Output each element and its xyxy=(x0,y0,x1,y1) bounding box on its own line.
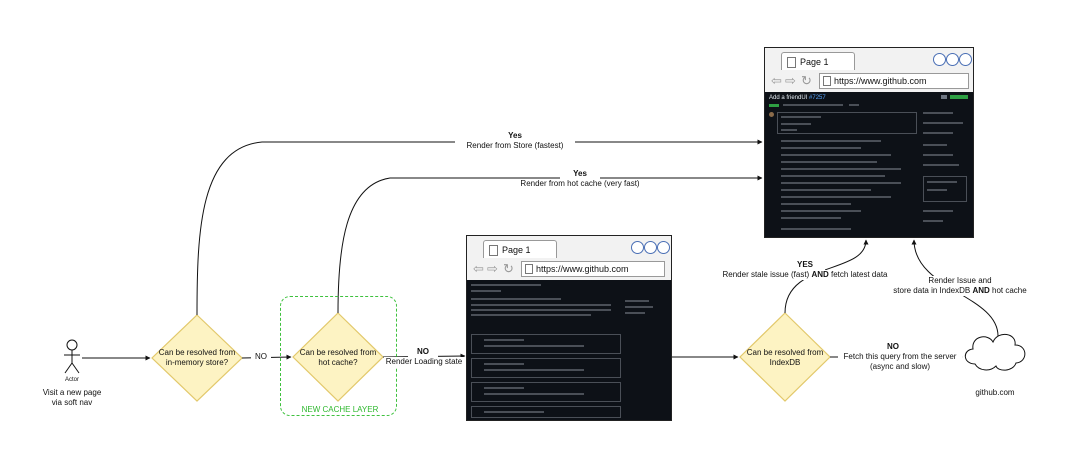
decision-indexdb-line1: Can be resolved from xyxy=(746,348,824,357)
actor-caption-line1: Visit a new page xyxy=(42,388,102,397)
edge-memory-yes-to-page xyxy=(196,139,763,316)
edge-indexdb-yes-title: YES xyxy=(785,260,825,270)
edge-store-yes-title: Yes xyxy=(495,131,535,141)
tab-label: Page 1 xyxy=(800,57,829,67)
address-text: https://www.github.com xyxy=(834,76,927,86)
edge-store-yes-text: Render from Store (fastest) xyxy=(455,141,575,151)
window-button-icon[interactable] xyxy=(644,241,657,254)
address-bar[interactable]: https://www.github.com xyxy=(819,73,969,89)
back-arrow-icon[interactable]: ⇦ xyxy=(771,73,782,88)
issue-page: Add a friendUI #7257 xyxy=(765,92,973,237)
page-icon xyxy=(787,57,796,68)
actor-title: Actor xyxy=(64,377,79,383)
reload-icon[interactable]: ↻ xyxy=(503,261,514,276)
address-text: https://www.github.com xyxy=(536,264,629,274)
edge-hot-yes-to-page xyxy=(337,175,763,314)
edge-render-issue-line1: Render Issue and xyxy=(900,276,1020,286)
decision-indexdb-diamond xyxy=(739,312,831,402)
decision-memory-line2: in-memory store? xyxy=(165,358,229,367)
issue-title: Add a friendUI #7257 xyxy=(769,95,826,101)
browser-rendered-issue: Page 1 ⇦ ⇨ ↻ https://www.github.com Add … xyxy=(764,47,974,238)
edge-hotcache-yes-title: Yes xyxy=(560,169,600,179)
window-button-icon[interactable] xyxy=(933,53,946,66)
edge-server-no-line1: Fetch this query from the server xyxy=(838,352,962,362)
cache-layer-box xyxy=(280,296,397,416)
forward-arrow-icon[interactable]: ⇨ xyxy=(487,261,498,276)
actor-icon xyxy=(64,339,80,374)
window-button-icon[interactable] xyxy=(946,53,959,66)
loading-skeleton xyxy=(467,280,671,420)
reload-icon[interactable]: ↻ xyxy=(801,73,812,88)
status-badge xyxy=(769,104,779,107)
edge-server-no-title: NO xyxy=(878,342,908,352)
edge-hotcache-yes-text: Render from hot cache (very fast) xyxy=(510,179,650,189)
edge-memory-no-label: NO xyxy=(251,352,271,362)
browser-tabbar: Page 1 xyxy=(467,236,671,259)
tab-label: Page 1 xyxy=(502,245,531,255)
forward-arrow-icon[interactable]: ⇨ xyxy=(785,73,796,88)
edge-hot-no-text: Render Loading state xyxy=(384,357,464,367)
decision-memory-line1: Can be resolved from xyxy=(158,348,236,357)
window-button-icon[interactable] xyxy=(959,53,972,66)
decision-hot-line2: hot cache? xyxy=(318,358,358,367)
back-arrow-icon[interactable]: ⇦ xyxy=(473,261,484,276)
browser-navbar: ⇦ ⇨ ↻ https://www.github.com xyxy=(765,70,973,92)
window-button-icon[interactable] xyxy=(631,241,644,254)
decision-memory-diamond xyxy=(151,314,243,402)
page-icon xyxy=(489,245,498,256)
decision-hot-line1: Can be resolved from xyxy=(299,348,377,357)
cache-layer-label: NEW CACHE LAYER xyxy=(301,405,379,414)
browser-tab[interactable]: Page 1 xyxy=(781,52,855,70)
decision-hot-cache-diamond xyxy=(292,312,384,402)
page-icon xyxy=(823,76,831,86)
edge-indexdb-yes-to-page xyxy=(784,239,869,314)
decision-indexdb-line2: IndexDB xyxy=(769,358,801,367)
page-icon xyxy=(525,264,533,274)
browser-loading-state: Page 1 ⇦ ⇨ ↻ https://www.github.com xyxy=(466,235,672,421)
edge-hot-no-title: NO xyxy=(408,347,438,357)
browser-tabbar: Page 1 xyxy=(765,48,973,71)
edge-server-no-line2: (async and slow) xyxy=(838,362,962,372)
avatar xyxy=(769,112,774,117)
window-button-icon[interactable] xyxy=(657,241,670,254)
cloud-icon xyxy=(964,334,1026,371)
address-bar[interactable]: https://www.github.com xyxy=(521,261,665,277)
edge-render-issue-line2: store data in IndexDB AND hot cache xyxy=(880,286,1040,296)
edge-indexdb-yes-text: Render stale issue (fast) AND fetch late… xyxy=(720,270,890,280)
browser-navbar: ⇦ ⇨ ↻ https://www.github.com xyxy=(467,258,671,280)
actor-caption-line2: via soft nav xyxy=(51,398,93,407)
cloud-label: github.com xyxy=(975,388,1015,397)
browser-tab[interactable]: Page 1 xyxy=(483,240,557,258)
